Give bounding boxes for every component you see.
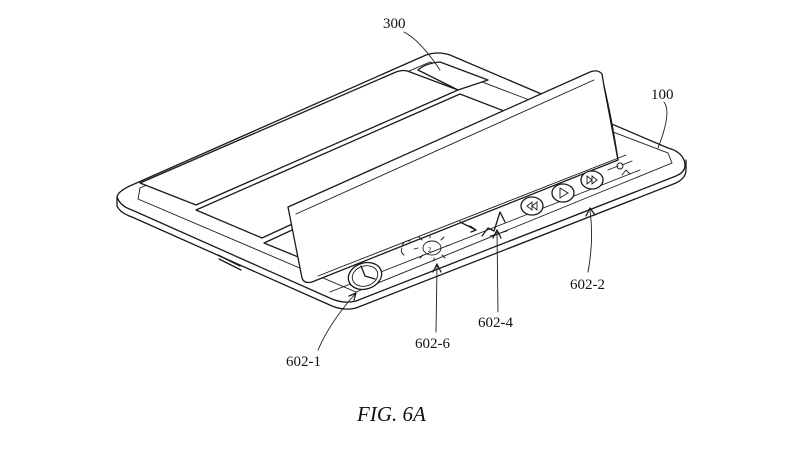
fast-forward-icon[interactable] [580, 170, 604, 190]
label-602-1: 602-1 [286, 354, 321, 370]
label-602-4: 602-4 [478, 315, 513, 331]
slider-icon[interactable] [607, 160, 633, 176]
svg-text:2: 2 [428, 246, 432, 254]
folding-cover [139, 61, 619, 284]
sun-cloud-icon[interactable]: 2 [400, 234, 451, 262]
leader-lines [317, 31, 668, 351]
label-602-6: 602-6 [415, 336, 450, 352]
play-icon[interactable] [551, 183, 575, 203]
rewind-icon[interactable] [520, 196, 544, 216]
label-device-100: 100 [651, 87, 674, 103]
clock-icon[interactable] [345, 258, 385, 293]
label-cover-300: 300 [383, 16, 406, 32]
figure-caption: FIG. 6A [356, 402, 426, 426]
label-602-2: 602-2 [570, 277, 605, 293]
media-controls[interactable] [520, 160, 633, 216]
